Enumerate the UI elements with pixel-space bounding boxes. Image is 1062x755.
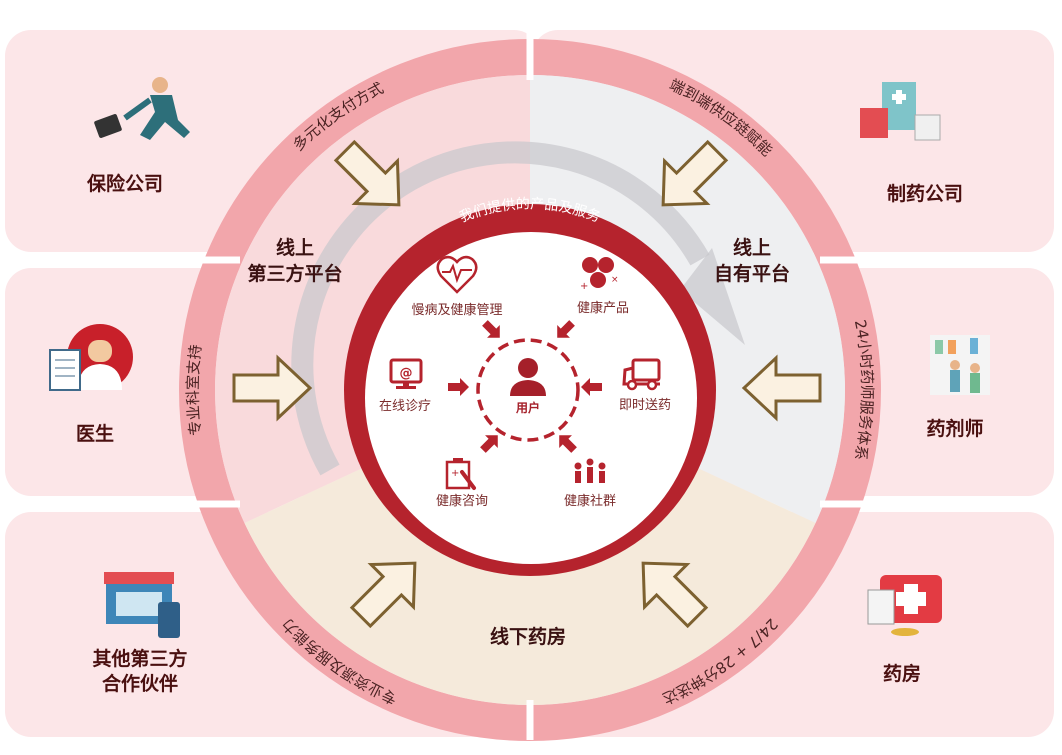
item-community-label: 健康社群	[564, 493, 616, 509]
sector-label-third-line1: 线上	[276, 236, 314, 259]
businessman-running-icon	[94, 77, 190, 140]
pills-icon: +×	[580, 257, 619, 292]
clipboard-icon: +	[445, 458, 476, 490]
sector-label-own-line2: 自有平台	[714, 262, 790, 285]
heart-pulse-icon	[436, 255, 478, 294]
svg-text:+: +	[580, 281, 588, 292]
pharmacist-shelf-icon	[930, 335, 990, 395]
item-delivery-label: 即时送药	[619, 398, 671, 413]
sector-label-own-line1: 线上	[733, 236, 771, 259]
svg-text:@: @	[400, 366, 413, 381]
hospital-pharma-icon	[860, 82, 941, 141]
rotation-arc	[291, 141, 710, 476]
party-insurance: 保险公司	[86, 172, 163, 195]
party-doctor: 医生	[76, 422, 114, 445]
user-icon	[510, 358, 546, 396]
community-icon	[574, 458, 606, 483]
party-partners-line2: 合作伙伴	[102, 672, 178, 695]
sector-label-offline: 线下药房	[490, 625, 566, 648]
truck-icon	[622, 358, 661, 391]
party-pharmacist: 药剂师	[926, 417, 983, 440]
online-store-icon	[104, 572, 180, 638]
band-dividers	[190, 20, 870, 740]
party-pharma: 制药公司	[887, 182, 963, 205]
item-health-consult-label: 健康咨询	[436, 493, 488, 509]
doctor-avatar-icon	[49, 324, 133, 391]
sector-label-third-line2: 第三方平台	[247, 262, 342, 285]
rotation-arrowhead	[680, 248, 745, 345]
monitor-at-icon: @	[389, 358, 423, 389]
party-partners-line1: 其他第三方	[92, 647, 187, 670]
user-dashed-circle	[476, 338, 580, 442]
party-pharmacy: 药房	[883, 662, 921, 685]
user-label: 用户	[515, 400, 540, 415]
item-online-consult-label: 在线诊疗	[379, 399, 431, 414]
svg-text:+: +	[451, 468, 459, 479]
first-aid-kit-icon	[867, 575, 942, 636]
item-products-label: 健康产品	[577, 300, 629, 316]
svg-text:×: ×	[611, 275, 619, 285]
item-chronic-label: 慢病及健康管理	[411, 302, 502, 318]
